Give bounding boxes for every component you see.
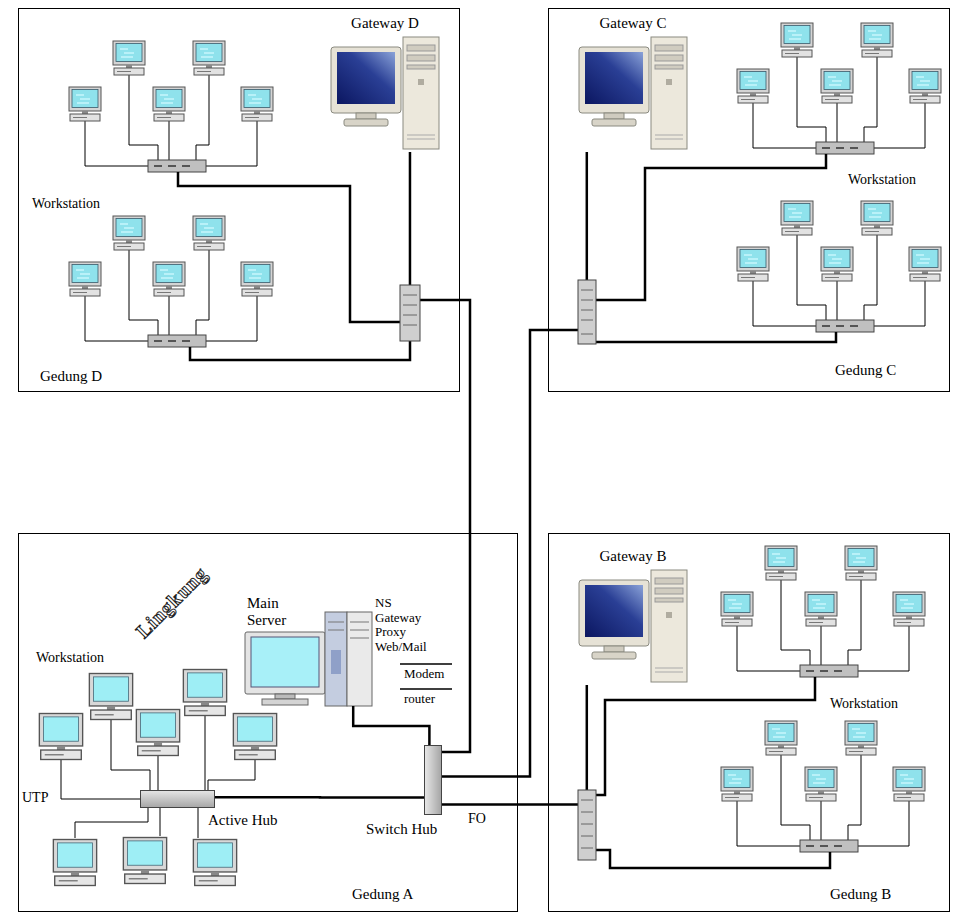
node-label: Gedung C [835, 362, 896, 379]
building-zone: Gedung B Gateway B [548, 533, 950, 912]
node-label: Gedung B [830, 886, 891, 903]
backbone-cable [442, 685, 587, 805]
gateway-server: NS Gateway Proxy Web/Mail [325, 612, 372, 706]
node-label: Gedung A [352, 886, 413, 903]
workstation-cluster [69, 41, 273, 172]
workstation-icon [53, 840, 96, 886]
server-monitor [245, 632, 325, 694]
switch-ports [581, 800, 593, 848]
workstation-cluster [737, 23, 941, 154]
workstation-icon [136, 710, 179, 756]
tower-panel [331, 650, 341, 674]
gateway-computer-icon [579, 37, 687, 149]
server-tower [347, 612, 372, 706]
gateway-computer-icon [331, 37, 439, 149]
watermark-text: Lingkung [132, 562, 212, 642]
cable-label: FO [466, 811, 488, 827]
building-zone: Gedung AMain ServerNS Gateway Proxy Web/… [18, 533, 518, 912]
cable-label: UTP [22, 790, 48, 806]
group-label: Workstation [32, 196, 100, 212]
backbone-cable [215, 796, 424, 799]
modem-link [400, 664, 452, 689]
switch-icon [400, 285, 420, 341]
drive-bay [328, 622, 369, 638]
active-hub: Active Hub [140, 790, 215, 808]
workstation-icon [89, 674, 132, 720]
node-label: Gateway C [599, 15, 666, 32]
server-screen [251, 637, 319, 687]
workstation-icon [39, 714, 82, 760]
gateway-computer: Gateway C [578, 35, 688, 152]
workstation-icon [123, 838, 166, 884]
monitor-foot [262, 699, 308, 705]
workstation-cluster [721, 546, 925, 677]
backbone-cable [442, 152, 587, 777]
gateway-computer: Gateway B [578, 568, 688, 685]
backbone-cable [596, 677, 830, 868]
workstation-cluster [721, 721, 925, 852]
node-label: Gateway B [599, 548, 666, 565]
workstation-icon [233, 714, 276, 760]
group-label: Workstation [830, 696, 898, 712]
switch-hub: Switch Hub [424, 745, 442, 815]
node-label: Main Server [247, 595, 303, 629]
workstation-icon [183, 670, 226, 716]
device-label: Modem [404, 667, 444, 682]
backbone-cable [353, 706, 429, 745]
node-label: Gedung D [40, 368, 102, 385]
group-label: Workstation [36, 650, 104, 666]
node-label: Active Hub [208, 812, 278, 829]
switch-icon [578, 280, 596, 344]
monitor-stand [275, 694, 295, 699]
node-label: Gateway D [351, 15, 419, 32]
gateway-computer-icon [579, 570, 687, 682]
gateway-computer: Gateway D [330, 35, 440, 152]
backbone-cable [178, 172, 410, 360]
node-label: Switch Hub [366, 821, 437, 838]
building-zone: Gedung C Gateway C [548, 8, 950, 392]
workstation-icon [193, 840, 236, 886]
node-label: NS Gateway Proxy Web/Mail [375, 596, 439, 654]
workstation-cluster [69, 216, 273, 347]
workstation-cluster [737, 201, 941, 332]
backbone-cable [596, 154, 836, 342]
switch-icon [578, 790, 596, 860]
backbone-cable [410, 152, 470, 752]
main-server: Main Server [245, 632, 325, 705]
group-label: Workstation [848, 172, 916, 188]
switch-ports [581, 290, 593, 334]
switch-ports [403, 295, 417, 325]
device-label: router [404, 692, 435, 707]
server-tower [325, 612, 347, 706]
